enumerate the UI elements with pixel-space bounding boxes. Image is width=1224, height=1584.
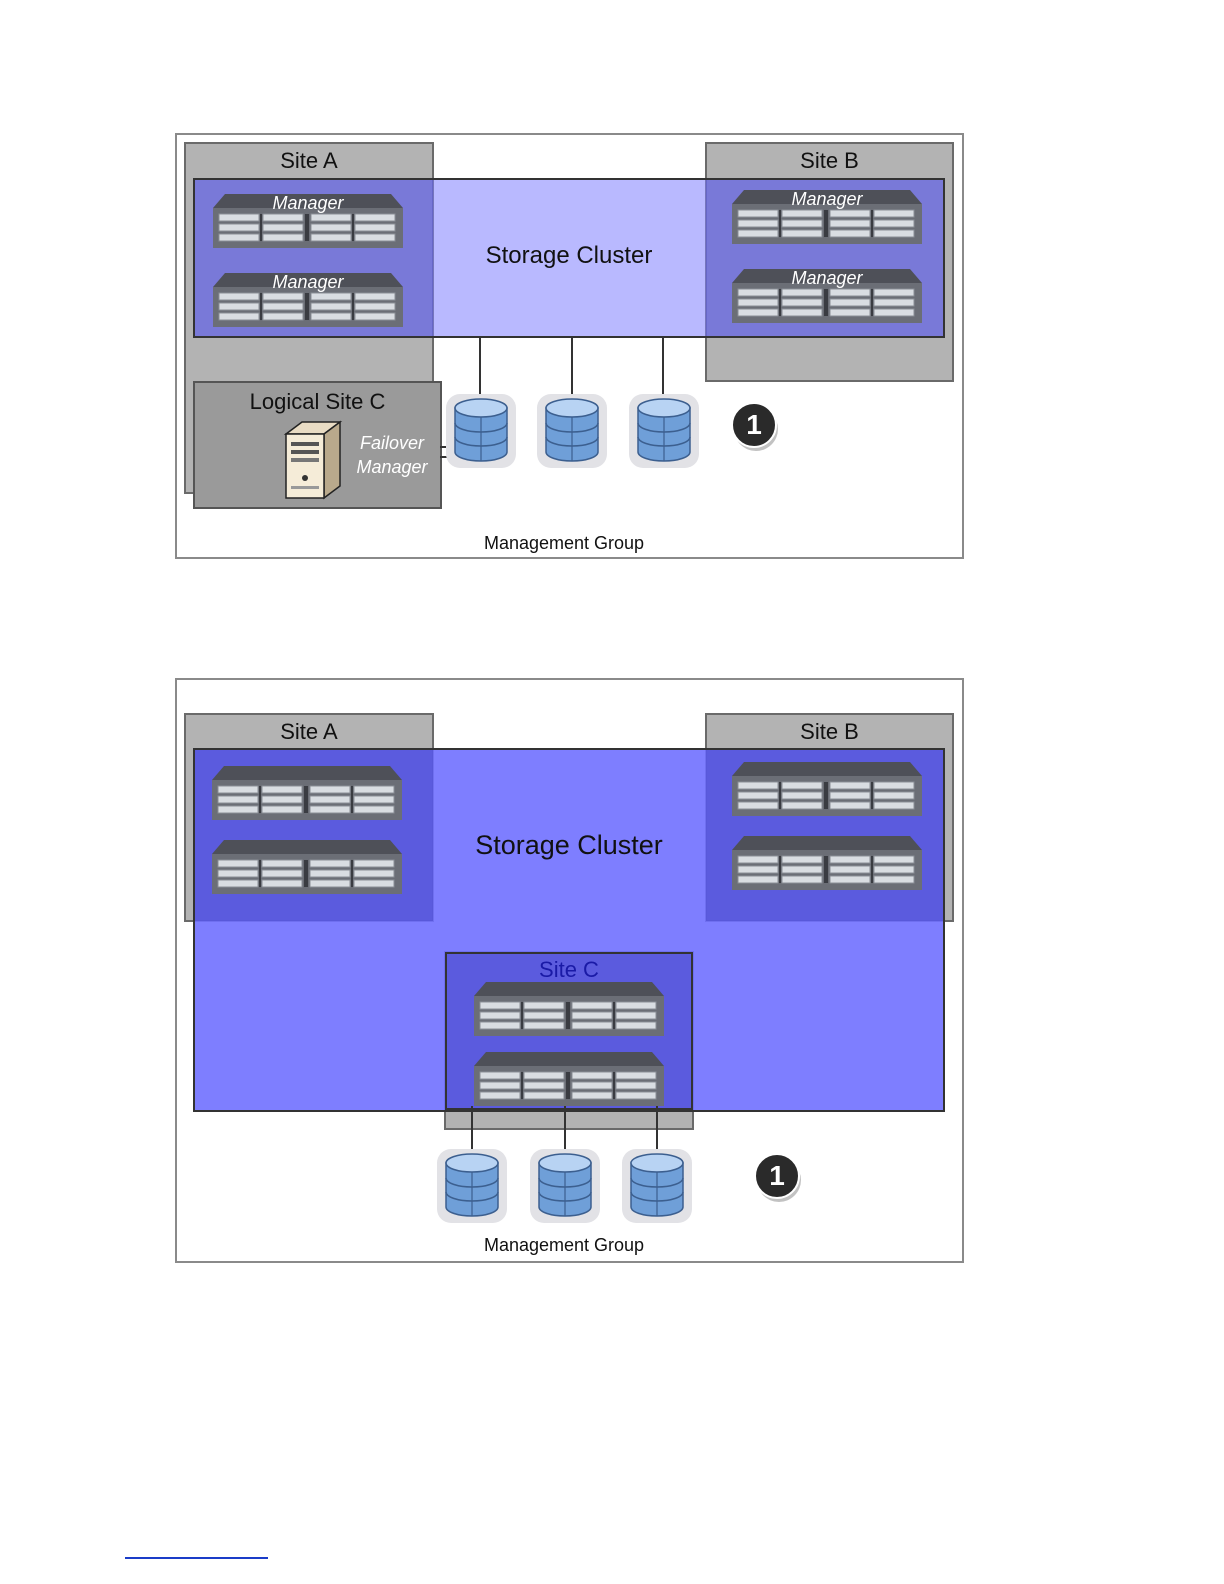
server-icon [474, 1052, 664, 1106]
database-icon [437, 1147, 507, 1225]
tower-server-icon [280, 420, 344, 500]
storage-volume [629, 392, 699, 470]
callout-number: 1 [754, 1153, 800, 1199]
database-icon [537, 392, 607, 470]
connector-line [564, 1106, 566, 1152]
failover-label-line-1: Failover [348, 431, 436, 455]
database-icon [530, 1147, 600, 1225]
connector-line [479, 338, 481, 396]
manager-label: Manager [213, 272, 403, 293]
footnote-rule [125, 1557, 268, 1559]
failover-manager-server [280, 420, 344, 500]
site-b-label: Site B [707, 719, 952, 745]
storage-server [732, 836, 922, 890]
management-group-label: Management Group [410, 1235, 718, 1256]
logical-site-c-label: Logical Site C [195, 389, 440, 415]
manager-server: Manager [732, 190, 922, 244]
server-icon [212, 766, 402, 820]
connector-line [471, 1106, 473, 1152]
manager-label: Manager [213, 193, 403, 214]
storage-server [732, 762, 922, 816]
connector-line [656, 1106, 658, 1152]
server-icon [732, 836, 922, 890]
storage-volume [437, 1147, 507, 1225]
manager-label: Manager [732, 189, 922, 210]
site-b-label: Site B [707, 148, 952, 174]
storage-server [474, 982, 664, 1036]
storage-volume [530, 1147, 600, 1225]
failover-manager-label: Failover Manager [348, 431, 436, 479]
database-icon [629, 392, 699, 470]
server-icon [212, 840, 402, 894]
storage-server [212, 840, 402, 894]
storage-volume [537, 392, 607, 470]
failover-label-line-2: Manager [348, 455, 436, 479]
database-icon [446, 392, 516, 470]
storage-volume [446, 392, 516, 470]
connector-line [662, 338, 664, 396]
storage-volume [622, 1147, 692, 1225]
storage-server [474, 1052, 664, 1106]
site-c-label: Site C [447, 957, 691, 983]
management-group-label: Management Group [410, 533, 718, 554]
site-a-label: Site A [186, 719, 432, 745]
database-icon [622, 1147, 692, 1225]
callout-number: 1 [731, 402, 777, 448]
storage-cluster-label: Storage Cluster [440, 242, 698, 270]
storage-cluster-label: Storage Cluster [440, 830, 698, 861]
manager-label: Manager [732, 268, 922, 289]
manager-server: Manager [213, 273, 403, 327]
callout-badge: 1 [754, 1153, 804, 1203]
server-icon [474, 982, 664, 1036]
manager-server: Manager [213, 194, 403, 248]
callout-badge: 1 [731, 402, 781, 452]
connector-line [571, 338, 573, 396]
storage-server [212, 766, 402, 820]
manager-server: Manager [732, 269, 922, 323]
site-a-label: Site A [186, 148, 432, 174]
server-icon [732, 762, 922, 816]
